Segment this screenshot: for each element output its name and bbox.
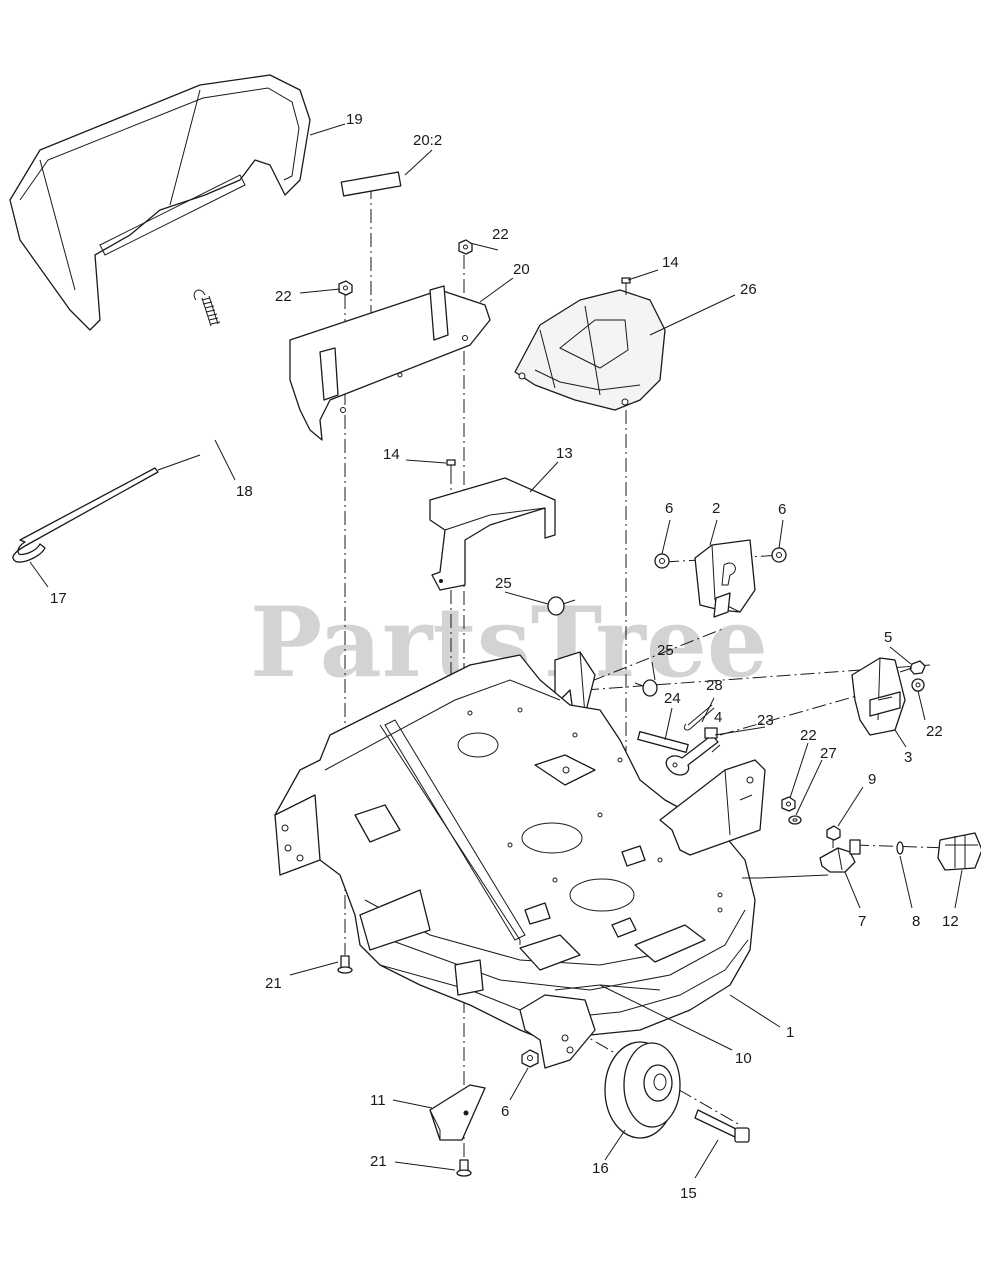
part-28-cotter-pin[interactable] <box>683 704 715 731</box>
part-25-pin-upper[interactable] <box>547 596 576 616</box>
part-14-bolt-mid[interactable] <box>446 459 456 478</box>
callout-27: 27 <box>820 745 837 762</box>
callout-14-top: 14 <box>662 254 679 271</box>
part-3-bracket-right[interactable] <box>851 657 906 736</box>
part-22-nut-top-right[interactable] <box>458 239 473 255</box>
part-6-nut-left[interactable] <box>654 553 670 569</box>
part-22-nut-right-lower[interactable] <box>781 796 796 812</box>
callout-12: 12 <box>942 913 959 930</box>
callout-leader-lines <box>29 123 963 1179</box>
part-6-nut-wheel[interactable] <box>521 1049 539 1068</box>
callout-25-upper: 25 <box>495 575 512 592</box>
callout-22-right: 22 <box>926 723 943 740</box>
part-8-o-ring[interactable] <box>896 841 904 855</box>
part-19-deflector[interactable] <box>9 74 311 331</box>
callout-23: 23 <box>757 712 774 729</box>
part-20-2-decal[interactable] <box>340 171 402 197</box>
part-23-arm-plate[interactable] <box>659 759 766 856</box>
callout-6-right: 6 <box>778 501 786 518</box>
part-16-wheel[interactable] <box>604 1041 681 1139</box>
part-18-spring[interactable] <box>193 289 221 327</box>
callout-13: 13 <box>556 445 573 462</box>
part-13-bracket[interactable] <box>429 477 556 591</box>
callout-7: 7 <box>858 913 866 930</box>
part-5-bolt[interactable] <box>899 660 926 675</box>
callout-1: 1 <box>786 1024 794 1041</box>
part-25-pin-lower[interactable] <box>634 679 658 697</box>
callout-3: 3 <box>904 749 912 766</box>
callout-2: 2 <box>712 500 720 517</box>
callout-26: 26 <box>740 281 757 298</box>
callout-5: 5 <box>884 629 892 646</box>
callout-21-bottom: 21 <box>370 1153 387 1170</box>
part-22-nut-top-left[interactable] <box>338 280 353 296</box>
part-11-small-bracket[interactable] <box>429 1084 486 1141</box>
part-4-link[interactable] <box>665 727 719 776</box>
callout-19: 19 <box>346 111 363 128</box>
callout-22-top-right: 22 <box>492 226 509 243</box>
callout-22-top-left: 22 <box>275 288 292 305</box>
part-17-rod[interactable] <box>12 454 201 563</box>
callout-9: 9 <box>868 771 876 788</box>
part-12-cap[interactable] <box>937 832 981 871</box>
part-6-nut-right[interactable] <box>771 547 787 563</box>
part-21-bolt-left[interactable] <box>337 955 353 974</box>
callout-11: 11 <box>370 1092 386 1109</box>
callout-24: 24 <box>664 690 681 707</box>
part-9-screw[interactable] <box>826 825 841 848</box>
callout-18: 18 <box>236 483 253 500</box>
part-21-bolt-bottom[interactable] <box>456 1159 472 1177</box>
callout-28: 28 <box>706 677 723 694</box>
callout-14-mid: 14 <box>383 446 400 463</box>
callout-15: 15 <box>680 1185 697 1202</box>
callout-10: 10 <box>735 1050 752 1067</box>
callout-4: 4 <box>714 709 722 726</box>
callout-17: 17 <box>50 590 67 607</box>
callout-20-2: 20:2 <box>413 132 442 149</box>
callout-21-left: 21 <box>265 975 282 992</box>
part-14-bolt-top[interactable] <box>621 277 631 295</box>
callout-6-left: 6 <box>665 500 673 517</box>
part-7-elbow-fitting[interactable] <box>819 839 861 873</box>
callout-22-lower-right: 22 <box>800 727 817 744</box>
part-24-pin[interactable] <box>637 731 689 753</box>
part-20-top-plate[interactable] <box>289 285 491 441</box>
part-2-hinge-bracket[interactable] <box>694 539 756 618</box>
callout-20: 20 <box>513 261 530 278</box>
callout-16: 16 <box>592 1160 609 1177</box>
callout-labels: 19 20:2 22 20 22 14 26 18 17 14 13 6 2 6… <box>50 111 959 1202</box>
wheel-mount-bracket[interactable] <box>519 994 596 1069</box>
part-27-washer[interactable] <box>788 815 802 825</box>
part-26-belt-cover[interactable] <box>514 289 666 411</box>
callout-8: 8 <box>912 913 920 930</box>
part-22-nut-right-upper[interactable] <box>911 678 925 692</box>
part-1-mower-deck[interactable] <box>274 654 756 1041</box>
callout-6-bottom: 6 <box>501 1103 509 1120</box>
callout-25-lower: 25 <box>657 642 674 659</box>
part-15-axle-bolt[interactable] <box>694 1109 750 1143</box>
